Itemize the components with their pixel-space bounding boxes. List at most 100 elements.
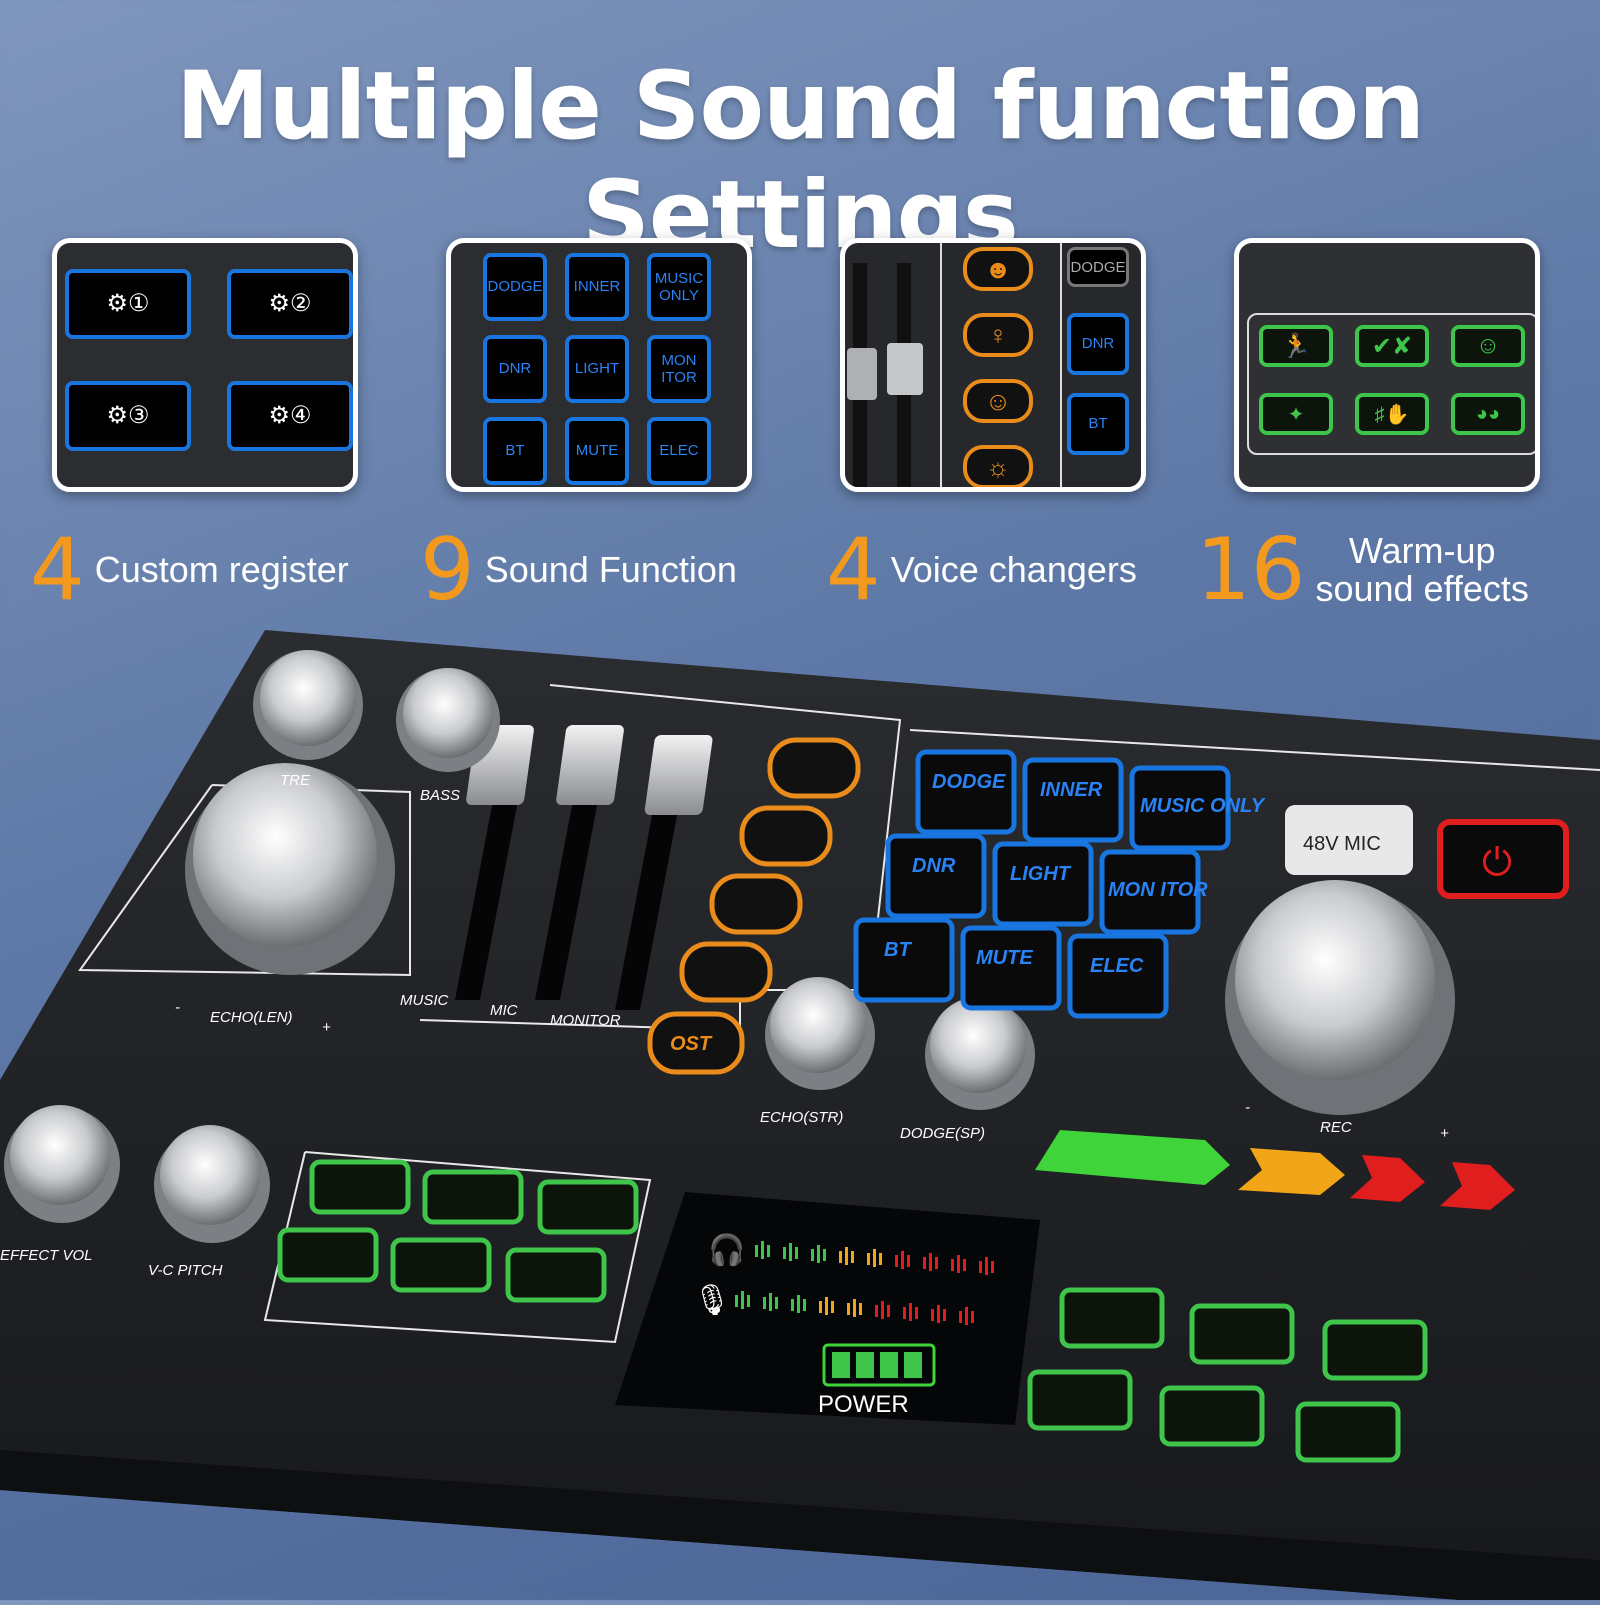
meter-bar [991,1261,994,1273]
battery-cell [832,1352,850,1378]
device-music-button-2[interactable] [1027,1369,1133,1431]
meter-bar [867,1253,870,1265]
device-custom-2[interactable] [1322,1319,1428,1381]
device-voice-child-button[interactable] [709,873,803,935]
headphone-level-meter [755,1241,994,1275]
custom-register-button-3[interactable]: ⚙③ [65,381,191,451]
meter-bar [879,1253,882,1265]
feature-text-line1: Warm-up [1348,530,1496,572]
inner-button[interactable]: INNER [565,253,629,321]
voice-changer-woman-button[interactable]: ♀ [963,313,1033,357]
dodge-sp-knob[interactable] [925,997,1035,1110]
meter-bar [839,1251,842,1263]
tre-label: TRE [280,772,311,789]
device-inner-button[interactable] [1022,757,1124,843]
device-music-only-label: MUSIC ONLY [1140,795,1266,817]
custom-register-button-2[interactable]: ⚙② [227,269,353,339]
effect-vol-knob[interactable] [4,1105,120,1223]
device-light-button[interactable] [992,841,1094,927]
elec-button[interactable]: ELEC [647,417,711,485]
dodge-button[interactable]: DODGE [483,253,547,321]
device-custom-3[interactable] [1159,1385,1265,1447]
meter-bar [873,1249,876,1267]
device-custom-4[interactable] [1295,1401,1401,1463]
voice-changer-child-button[interactable]: ☺ [963,379,1033,423]
power-button[interactable] [1437,819,1569,899]
music-fader-label: MUSIC [400,992,449,1009]
dodge-button-partial[interactable]: DODGE [1067,247,1129,287]
voice-changer-monster-button[interactable]: ☼ [963,445,1033,487]
warmup-button-4[interactable]: ✦ [1259,393,1333,435]
device-warmup-5[interactable] [390,1237,492,1293]
bt-button-partial[interactable]: BT [1067,393,1129,455]
bass-knob[interactable] [396,668,500,772]
monitor-button[interactable]: MON ITOR [647,335,711,403]
warmup-button-5[interactable]: ♯✋ [1355,393,1429,435]
light-button[interactable]: LIGHT [565,335,629,403]
echo-len-knob[interactable] [185,763,395,975]
warmup-button-6[interactable]: ◕◕ [1451,393,1525,435]
meter-bar [755,1245,758,1257]
device-voice-man-button[interactable] [767,737,861,799]
meter-bar [769,1293,772,1311]
device-elec-button[interactable] [1067,933,1169,1019]
meter-bar [901,1251,904,1269]
device-warmup-6[interactable] [505,1247,607,1303]
woman-face-icon: ♀ [988,319,1008,350]
fader-rails [847,243,1062,487]
device-ost-button[interactable] [647,1011,745,1075]
voice-changer-man-button[interactable]: ☻ [963,247,1033,291]
mic48v-button[interactable] [1285,805,1413,875]
device-dodge-label: DODGE [932,771,1006,793]
device-bt-button[interactable] [853,917,955,1003]
device-warmup-3[interactable] [537,1179,639,1235]
meter-bar [735,1295,738,1307]
device-voice-woman-button[interactable] [739,805,833,867]
warmup-button-3[interactable]: ☺ [1451,325,1525,367]
level-arrow-yellow [1238,1148,1345,1195]
device-mute-button[interactable] [960,925,1062,1011]
device-music-button-1[interactable] [1059,1287,1165,1349]
sound-function-panel: DODGE INNER MUSIC ONLY DNR LIGHT MON ITO… [446,238,752,492]
gear-icon: ⚙ [106,402,128,430]
feature-text: Custom register [94,549,349,591]
echo-str-knob[interactable] [765,977,875,1090]
device-warmup-1[interactable] [309,1159,411,1215]
device-inner-label: INNER [1040,779,1103,801]
echo-str-label: ECHO(STR) [760,1109,843,1126]
party-popper-icon: ✦ [1287,403,1305,426]
mute-button[interactable]: MUTE [565,417,629,485]
tre-knob[interactable] [253,650,363,760]
device-custom-1[interactable] [1189,1303,1295,1365]
meter-bar [847,1303,850,1315]
battery-cell [880,1352,898,1378]
device-voice-monster-button[interactable] [679,941,773,1003]
custom-register-button-4[interactable]: ⚙④ [227,381,353,451]
vc-pitch-knob[interactable] [154,1125,270,1243]
meter-bar [811,1249,814,1261]
dnr-button[interactable]: DNR [483,335,547,403]
meter-bar [895,1255,898,1267]
feature-number: 4 [826,520,881,620]
custom-register-button-1[interactable]: ⚙① [65,269,191,339]
bt-button[interactable]: BT [483,417,547,485]
warmup-panel: 🏃 ✔✘ ☺ ✦ ♯✋ ◕◕ [1234,238,1540,492]
device-dnr-button[interactable] [885,833,987,919]
device-warmup-4[interactable] [277,1227,379,1283]
warmup-button-2[interactable]: ✔✘ [1355,325,1429,367]
warmup-button-1[interactable]: 🏃 [1259,325,1333,367]
device-monitor-button[interactable] [1099,849,1201,935]
dodge-sp-label: DODGE(SP) [900,1125,985,1142]
dnr-button-partial[interactable]: DNR [1067,313,1129,375]
music-only-button[interactable]: MUSIC ONLY [647,253,711,321]
device-warmup-2[interactable] [422,1169,524,1225]
meter-bar [881,1301,884,1319]
meter-bar [875,1305,878,1317]
rec-knob[interactable] [1225,880,1455,1115]
meter-bar [951,1259,954,1271]
device-dodge-button[interactable] [915,749,1017,835]
device-music-only-button[interactable] [1129,765,1231,851]
child-face-icon: ☺ [984,385,1012,416]
meter-bar [747,1295,750,1307]
gear-icon: ⚙ [106,290,128,318]
